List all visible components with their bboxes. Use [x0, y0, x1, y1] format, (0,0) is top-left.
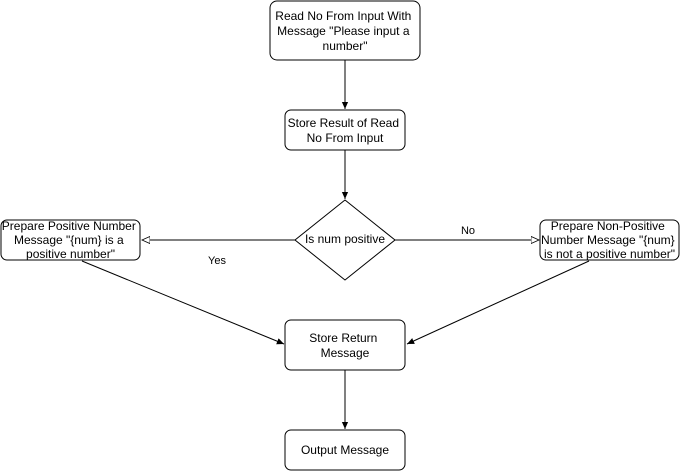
svg-text:Read No From Input With: Read No From Input With Message "Please … [275, 9, 414, 53]
svg-text:Is num positive: Is num positive [305, 232, 385, 246]
node-read-input-line-3: number" [323, 39, 368, 53]
svg-text:Prepare Positive Number: Prepare Positive Number Message "{num} i… [2, 219, 139, 261]
node-read-input: Read No From Input With Message "Please … [269, 0, 421, 61]
edge-positive-to-store-return [81, 260, 285, 345]
svg-text:Store Result of Read No: Store Result of Read No From Input [288, 116, 403, 145]
node-store-result: Store Result of Read No From Input [284, 109, 406, 151]
node-positive-message-line-3: positive number" [26, 247, 115, 261]
node-positive-message: Prepare Positive Number Message "{num} i… [0, 219, 141, 261]
node-nonpositive-message-line-1: Prepare Non-Positive [551, 219, 665, 233]
node-output-line-1: Output Message [301, 443, 389, 457]
edge-nonpositive-to-store-return [406, 260, 590, 345]
node-decision: Is num positive [294, 199, 396, 281]
node-output: Output Message [284, 429, 406, 471]
node-positive-message-line-1: Prepare Positive Number [2, 219, 136, 233]
node-read-input-line-1: Read No From Input With [275, 9, 411, 23]
node-nonpositive-message-line-3: is not a positive number" [544, 247, 675, 261]
node-store-result-line-1: Store Result of Read [288, 116, 399, 130]
edge-label-no: No [461, 225, 475, 237]
node-store-result-line-2: No From Input [307, 131, 384, 145]
node-decision-line-1: Is num positive [305, 232, 385, 246]
node-nonpositive-message: Prepare Non-Positive Number Message "{nu… [539, 219, 680, 261]
svg-text:Prepare Non-Positive Num: Prepare Non-Positive Number Message "{nu… [541, 219, 678, 261]
svg-text:Store Return Message: Store Return Message [309, 331, 380, 360]
svg-text:Output Message: Output Message [301, 443, 389, 457]
node-store-return: Store Return Message [284, 319, 406, 371]
node-store-return-line-2: Message [321, 346, 370, 360]
node-nonpositive-message-line-2: Number Message "{num} [541, 233, 675, 247]
edge-label-yes: Yes [208, 255, 226, 267]
node-store-return-line-1: Store Return [309, 331, 377, 345]
node-positive-message-line-2: Message "{num} is a [14, 233, 124, 247]
node-read-input-line-2: Message "Please input a [277, 24, 410, 38]
